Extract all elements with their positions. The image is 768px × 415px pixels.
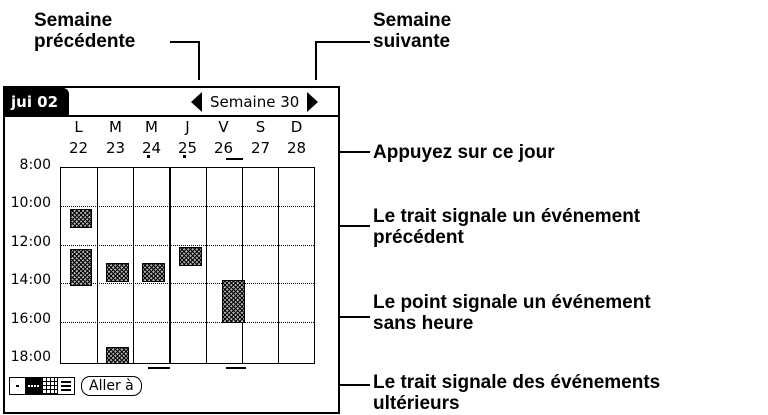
later-event-bar (226, 367, 246, 369)
event-block[interactable] (179, 247, 202, 266)
event-block[interactable] (70, 249, 92, 286)
goto-button[interactable]: Aller à (81, 376, 142, 396)
event-block[interactable] (142, 263, 165, 282)
time-label: 10:00 (10, 195, 51, 211)
week-view-screen: jui 02 Semaine 30 L M M J V S D 22 23 24… (3, 86, 340, 414)
day-letter[interactable]: M (145, 118, 158, 136)
day-date[interactable]: 25 (177, 139, 198, 157)
week-navigator: Semaine 30 (191, 91, 319, 113)
event-block[interactable] (70, 209, 92, 228)
callout-tap-day: Appuyez sur ce jour (373, 142, 555, 163)
day-divider (97, 168, 98, 363)
time-label: 8:00 (19, 157, 51, 173)
later-event-bar (148, 367, 170, 369)
time-label: 16:00 (10, 311, 51, 327)
day-date[interactable]: 24 (141, 139, 162, 157)
time-label: 12:00 (10, 234, 51, 250)
time-label: 18:00 (10, 349, 51, 365)
untimed-event-dot (147, 155, 150, 158)
day-letter[interactable]: L (74, 118, 83, 136)
leader-prev-week (170, 41, 200, 80)
day-letter[interactable]: M (109, 118, 122, 136)
week-view-icon[interactable] (26, 378, 42, 394)
day-view-icon[interactable] (10, 378, 26, 394)
day-divider (278, 168, 279, 363)
week-number-label: Semaine 30 (210, 93, 300, 111)
day-date[interactable]: 26 (213, 139, 234, 157)
day-divider (133, 168, 134, 363)
callout-previous-week: Semaine précédente (34, 10, 136, 52)
day-letter[interactable]: J (185, 118, 190, 136)
day-divider (170, 168, 171, 363)
day-divider (206, 168, 207, 363)
list-view-icon[interactable] (58, 378, 74, 394)
callout-dot-untimed-event: Le point signale un événement sans heure (373, 292, 651, 334)
month-view-icon[interactable] (42, 378, 58, 394)
day-date[interactable]: 27 (250, 139, 271, 157)
day-letter[interactable]: D (290, 118, 303, 136)
callout-next-week: Semaine suivante (373, 10, 452, 52)
view-selector (9, 377, 75, 395)
hour-gridline (61, 245, 314, 246)
day-divider (242, 168, 243, 363)
day-divider (169, 168, 170, 363)
untimed-event-dot (183, 155, 186, 158)
event-block[interactable] (106, 263, 129, 282)
time-label: 14:00 (10, 272, 51, 288)
event-block[interactable] (222, 280, 245, 323)
day-date[interactable]: 23 (105, 139, 126, 157)
day-date[interactable]: 28 (286, 139, 307, 157)
left-arrow-icon[interactable] (191, 92, 202, 112)
callout-bar-later-events: Le trait signale des événements ultérieu… (373, 372, 661, 414)
day-letter[interactable]: V (218, 118, 229, 136)
bottom-toolbar: Aller à (9, 376, 142, 396)
day-date[interactable]: 22 (68, 139, 89, 157)
day-letter[interactable]: S (255, 118, 266, 136)
event-block[interactable] (106, 347, 129, 364)
previous-event-bar (226, 158, 243, 160)
right-arrow-icon[interactable] (307, 92, 319, 112)
week-grid[interactable] (60, 167, 315, 364)
leader-next-week (315, 41, 370, 80)
hour-gridline (61, 322, 314, 323)
hour-gridline (61, 283, 314, 284)
title-bar-rule (5, 115, 338, 117)
callout-bar-previous-event: Le trait signale un événement précédent (373, 206, 641, 248)
app-title-tab[interactable]: jui 02 (5, 88, 69, 116)
hour-gridline (61, 206, 314, 207)
